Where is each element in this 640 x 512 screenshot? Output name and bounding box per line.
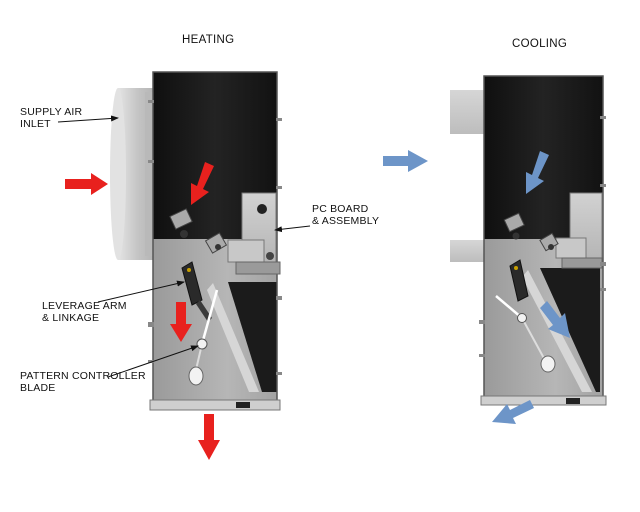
heating-inside-arrow-lower <box>170 302 192 342</box>
supply-air-inlet-leader <box>57 115 119 123</box>
cooling-unit <box>450 75 607 406</box>
pc-board-label-line2: & ASSEMBLY <box>312 215 380 227</box>
cooling-pc-board-assembly <box>555 192 603 269</box>
heating-microswitch-right <box>204 232 228 254</box>
cooling-inner-plenum <box>540 268 600 392</box>
pattern-controller-label-line1: PATTERN CONTROLLER <box>20 370 146 382</box>
pattern-controller-label-line2: BLADE <box>20 382 56 394</box>
pc-board-leader <box>274 225 311 233</box>
cooling-inlet-arrow <box>383 150 428 172</box>
pattern-controller-leader <box>107 345 199 378</box>
heating-fasteners <box>148 100 282 408</box>
heating-title: HEATING <box>182 34 235 46</box>
leverage-arm-label-line1: LEVERAGE ARM <box>42 300 127 312</box>
heating-inlet-arrow <box>65 173 108 195</box>
pc-board-label-line1: PC BOARD <box>312 203 369 215</box>
leverage-arm-leader <box>97 280 185 303</box>
heating-leverage-arm <box>181 261 212 322</box>
cooling-supply-inlet-duct <box>450 90 486 262</box>
cooling-airflow-arrows <box>383 150 570 424</box>
supply-air-inlet-label-line2: INLET <box>20 118 51 130</box>
supply-air-inlet-label: SUPPLY AIR INLET <box>20 106 82 130</box>
leverage-arm-label: LEVERAGE ARM & LINKAGE <box>42 300 127 324</box>
heating-inner-plenum <box>228 282 277 392</box>
cooling-title: COOLING <box>512 38 568 50</box>
heating-microswitch-left <box>169 208 193 238</box>
pattern-controller-label: PATTERN CONTROLLER BLADE <box>20 370 146 394</box>
heating-pc-board-assembly <box>227 192 281 275</box>
pc-board-label: PC BOARD & ASSEMBLY <box>312 203 379 227</box>
cooling-pattern-controller-blade <box>495 295 556 373</box>
cooling-inside-arrow-upper <box>526 151 549 194</box>
cooling-microswitch-right <box>539 232 559 252</box>
cooling-leverage-arm <box>509 259 529 302</box>
callout-leaders <box>57 115 311 378</box>
heating-supply-inlet-duct <box>110 88 158 260</box>
heating-unit <box>110 71 282 411</box>
cooling-fasteners <box>479 116 606 404</box>
heating-airflow-arrows <box>65 162 220 460</box>
heating-discharge-arrow <box>198 414 220 460</box>
cooling-microswitch-left <box>503 212 525 240</box>
cooling-discharge-arrow <box>492 400 534 424</box>
supply-air-inlet-label-line1: SUPPLY AIR <box>20 106 83 118</box>
leverage-arm-label-line2: & LINKAGE <box>42 312 100 324</box>
cooling-inside-arrow-lower <box>540 301 570 338</box>
heating-pattern-controller-blade <box>188 289 219 386</box>
heating-inside-arrow-upper <box>191 162 214 205</box>
